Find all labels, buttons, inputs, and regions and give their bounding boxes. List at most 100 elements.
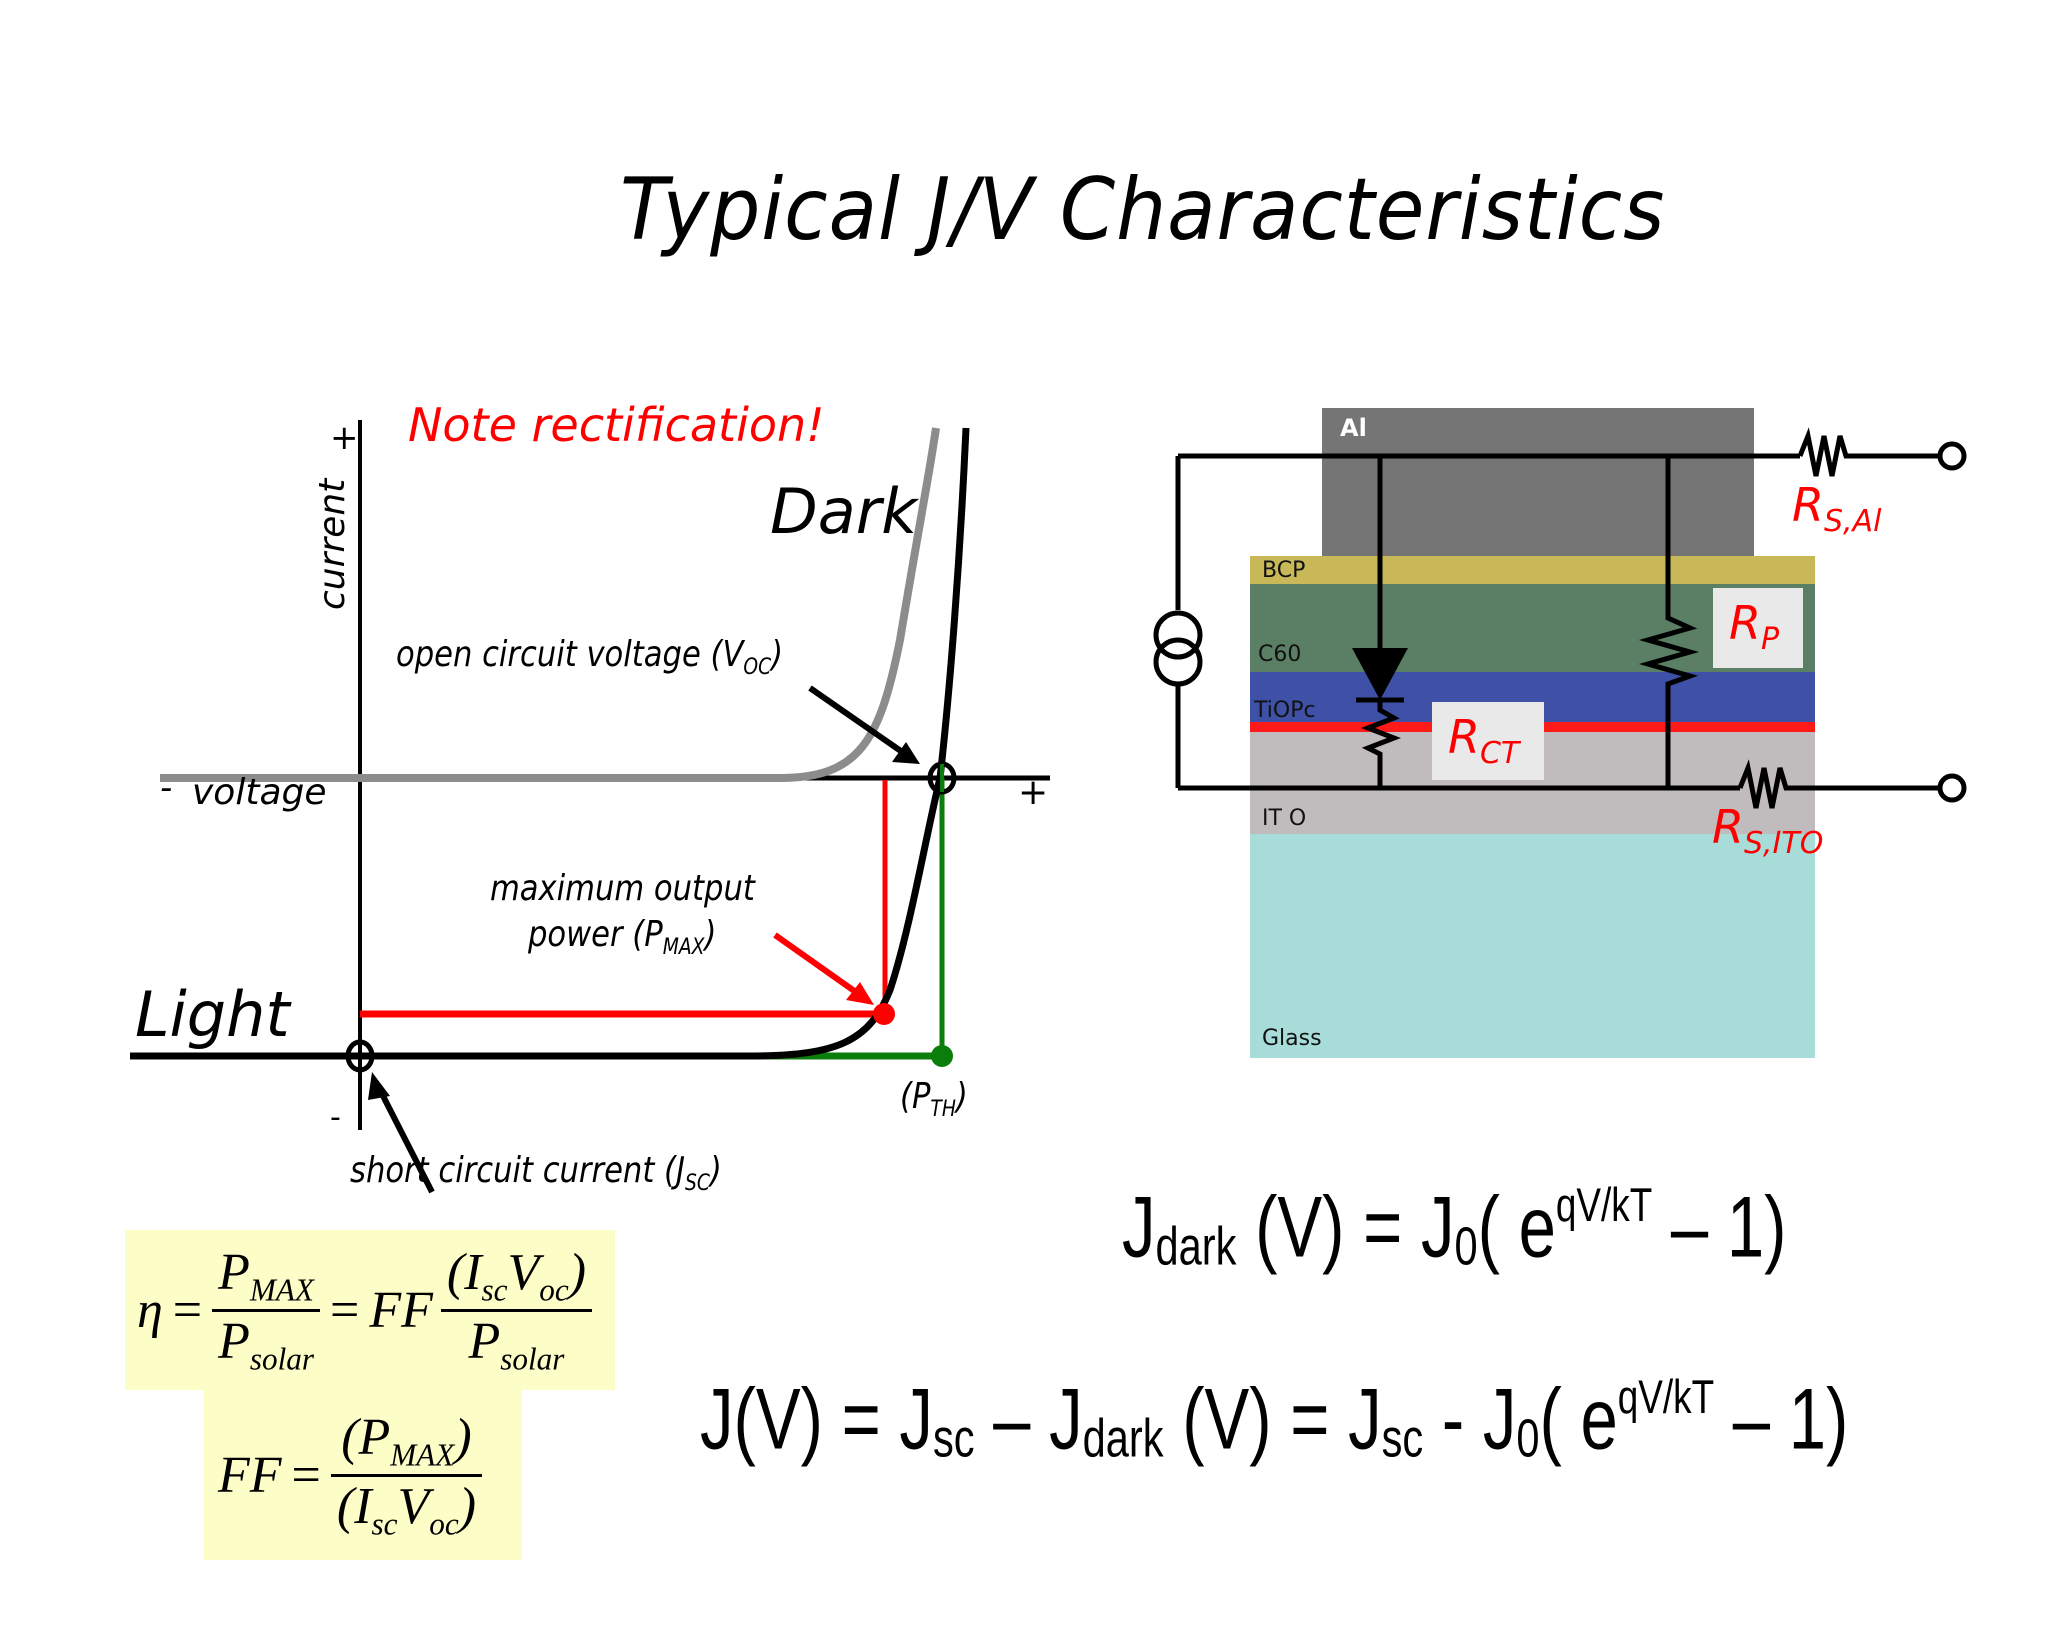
isc-i: I: [464, 1244, 482, 1302]
jsc-annotation: short circuit current (JSC): [350, 1150, 722, 1196]
jv-equation: J(V) = Jsc – Jdark (V) = Jsc - J0( eqV/k…: [700, 1370, 1848, 1469]
exp-open: ( e: [1539, 1371, 1618, 1468]
pmax-arrowhead: [846, 982, 874, 1005]
rct-resistor: [1361, 700, 1401, 788]
axis-minus-left: -: [160, 768, 173, 808]
voc-close: ): [771, 634, 784, 675]
dark-sub: dark: [1082, 1409, 1164, 1469]
iscvoc-over-psolar: (IscVoc) Psolar: [440, 1243, 593, 1377]
efficiency-formula: η = PMAX Psolar = FF (IscVoc) Psolar: [125, 1230, 615, 1390]
jv-plot: [130, 420, 1050, 1194]
terminal-bottom[interactable]: [1937, 773, 1967, 803]
eq-sign-1: =: [172, 1281, 203, 1339]
exponent: qV/kT: [1617, 1371, 1715, 1424]
v-arg: (V) =: [1236, 1179, 1421, 1276]
diode-icon: [1352, 648, 1408, 700]
pth-annotation: (PTH): [900, 1076, 968, 1122]
current-source-icon-lower: [1153, 637, 1203, 687]
ff-symbol: FF: [218, 1446, 282, 1504]
fraction-bar: [440, 1308, 593, 1312]
layer-al: Al: [1322, 408, 1754, 558]
pth-sub: TH: [930, 1097, 956, 1123]
axis-plus-right: +: [1018, 772, 1049, 813]
exp-open: ( e: [1477, 1179, 1556, 1276]
fraction-bar: [330, 1473, 483, 1477]
isc-i: I: [354, 1477, 372, 1535]
pmax-p: P: [218, 1244, 250, 1302]
slide-title: Typical J/V Characteristics: [620, 160, 1666, 260]
jsc-arrow: [377, 1088, 435, 1194]
j-symbol: J: [1122, 1179, 1156, 1276]
rs-al-resistor: [1797, 427, 1940, 477]
pmax-annotation-line2: power (PMAX): [528, 914, 716, 960]
zero-sub: 0: [1516, 1409, 1540, 1469]
pmax-text: power (P: [528, 914, 663, 955]
rs-ito-sub: S,ITO: [1743, 826, 1824, 862]
layer-glass-label: Glass: [1262, 1026, 1322, 1051]
layer-ito-label: IT O: [1262, 806, 1307, 831]
j-symbol: J: [1049, 1371, 1083, 1468]
rp-sub: P: [1760, 622, 1780, 658]
j-symbol: J: [1348, 1371, 1382, 1468]
layer-glass: Glass: [1250, 834, 1815, 1058]
psolar-sub-text: solar: [500, 1340, 565, 1376]
fill-factor-formula: FF = (PMAX) (IscVoc): [204, 1390, 522, 1560]
exponent: qV/kT: [1555, 1179, 1653, 1232]
psolar-p: P: [468, 1312, 501, 1370]
rp-main: R: [1729, 596, 1761, 650]
rct-sub: CT: [1479, 736, 1520, 772]
pmax-annotation-line1: maximum output: [490, 868, 755, 909]
isc-sub-text: sc: [371, 1505, 398, 1541]
eq-sign-2: =: [330, 1281, 360, 1339]
pmax-close: ): [704, 914, 717, 955]
zero-sub: 0: [1454, 1217, 1478, 1277]
eq-sign: =: [291, 1446, 321, 1504]
pth-close: ): [955, 1076, 968, 1117]
jsc-arrowhead: [368, 1072, 390, 1100]
voc-v: V: [507, 1244, 540, 1302]
pmax-sub: MAX: [662, 935, 705, 961]
jsc-sub: SC: [685, 1171, 710, 1197]
fraction-bar: [212, 1308, 321, 1312]
voc-text: open circuit voltage (V: [396, 634, 744, 675]
rs-al-sub: S,Al: [1823, 504, 1882, 540]
note-rectification: Note rectification!: [408, 398, 825, 452]
j-symbol: J: [899, 1371, 933, 1468]
rs-al-main: R: [1792, 478, 1824, 532]
axis-voltage-label: voltage: [192, 772, 327, 813]
label-rct: RCT: [1432, 702, 1544, 780]
label-rp: RP: [1713, 588, 1803, 668]
current-source-icon: [1153, 610, 1203, 660]
j0-symbol: J: [1420, 1179, 1455, 1276]
rs-ito-main: R: [1712, 800, 1744, 854]
eta-symbol: η: [137, 1281, 163, 1339]
pmax-over-iscvoc: (PMAX) (IscVoc): [330, 1408, 483, 1542]
light-curve-label: Light: [135, 978, 290, 1051]
psolar-p: P: [218, 1312, 250, 1370]
ff-symbol: FF: [369, 1281, 433, 1339]
voc-annotation: open circuit voltage (VOC): [396, 634, 783, 680]
isc-sub-text: sc: [481, 1272, 508, 1308]
pmax-p: P: [358, 1409, 391, 1467]
layer-tiopc-label: TiOPc: [1254, 698, 1316, 723]
layer-bcp-label: BCP: [1262, 558, 1306, 583]
rp-resistor: [1638, 456, 1700, 788]
voc-arrow: [808, 685, 910, 759]
sc-sub: sc: [932, 1409, 975, 1469]
voc-sub-text: oc: [539, 1272, 569, 1308]
sc-sub: sc: [1381, 1409, 1424, 1469]
minus: –: [974, 1371, 1050, 1468]
layer-al-label: Al: [1340, 414, 1367, 442]
tail: – 1): [1652, 1179, 1787, 1276]
pth-point: [931, 1045, 953, 1067]
psolar-sub-text: solar: [249, 1340, 315, 1376]
pmax-sub-text: MAX: [249, 1272, 314, 1308]
label-rs-ito: RS,ITO: [1712, 800, 1823, 861]
voc-sub-text: oc: [429, 1505, 459, 1541]
terminal-top[interactable]: [1937, 441, 1967, 471]
jsc-text: short circuit current (J: [350, 1150, 686, 1191]
dark-curve: [160, 427, 940, 782]
axis-minus-bottom: -: [330, 1100, 341, 1135]
equivalent-circuit: [1153, 427, 1967, 809]
light-curve: [130, 427, 970, 1060]
